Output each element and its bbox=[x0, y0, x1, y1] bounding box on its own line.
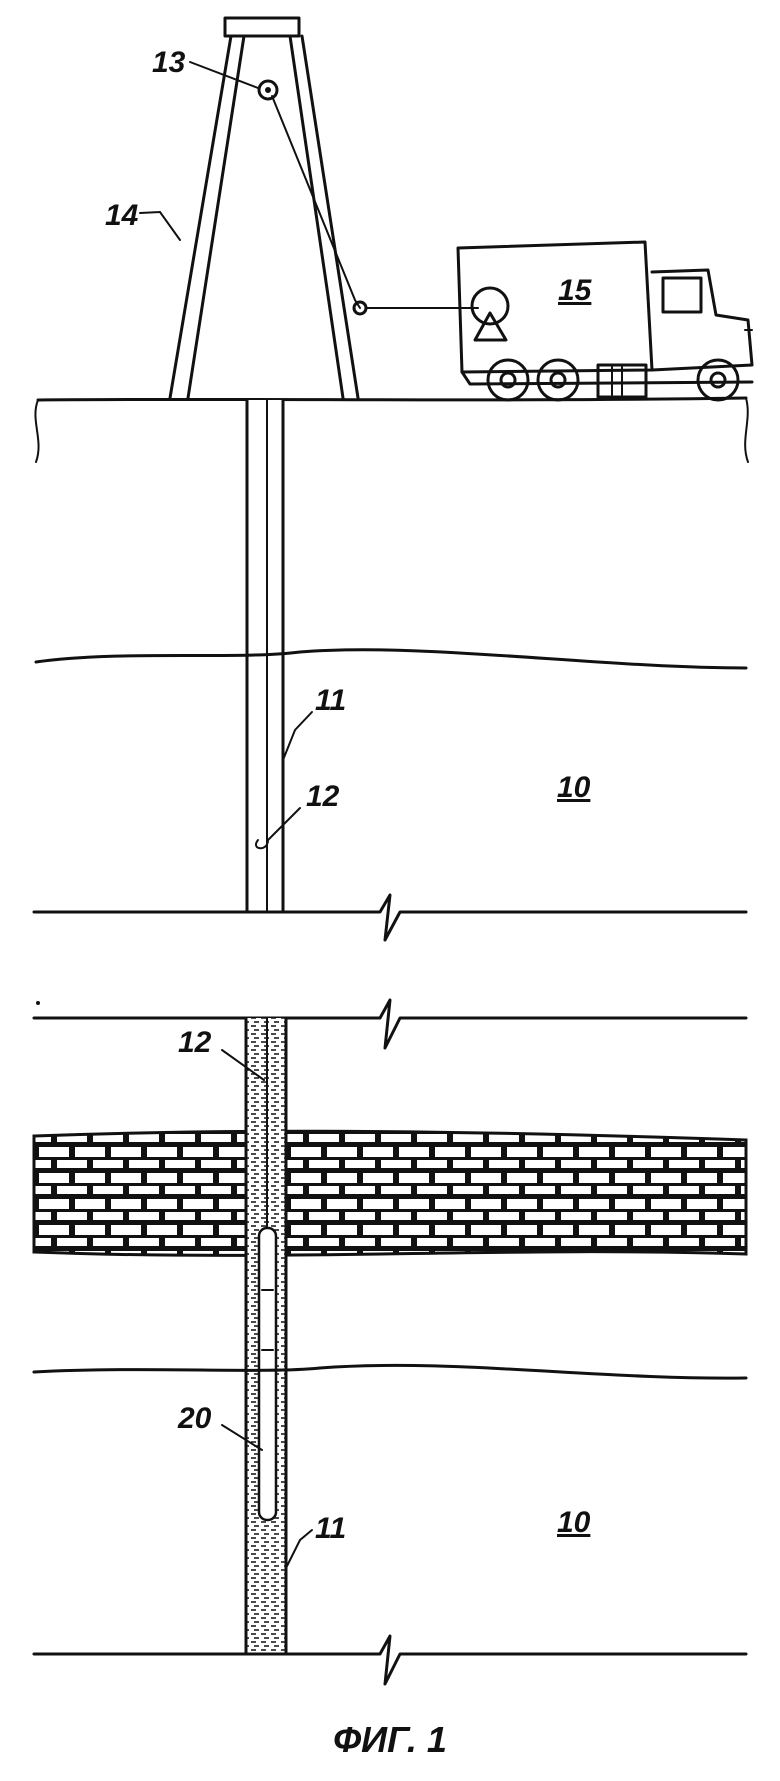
ground-surface bbox=[34, 396, 749, 463]
logging-tool bbox=[257, 1226, 278, 1522]
winch-drum bbox=[470, 286, 510, 326]
rock-formation bbox=[32, 1129, 748, 1257]
ref-15: 15 bbox=[558, 274, 593, 307]
ref-12-bottom: 12 bbox=[178, 1026, 212, 1059]
derrick bbox=[168, 16, 479, 400]
logging-truck bbox=[456, 240, 754, 402]
ref-13: 13 bbox=[152, 46, 186, 79]
ref-14: 14 bbox=[105, 199, 139, 232]
figure-caption: ФИГ. 1 bbox=[333, 1719, 447, 1760]
ref-10-bottom: 10 bbox=[557, 1506, 591, 1539]
lower-well-section bbox=[32, 998, 748, 1686]
wireline-cable bbox=[271, 95, 361, 309]
ref-11-top: 11 bbox=[315, 684, 346, 717]
ref-10-top: 10 bbox=[557, 771, 591, 804]
upper-well-section bbox=[32, 398, 748, 942]
ref-20: 20 bbox=[177, 1402, 212, 1435]
sheave-pulley bbox=[257, 79, 279, 101]
ref-12-top: 12 bbox=[306, 780, 340, 813]
ref-11-bottom: 11 bbox=[315, 1512, 346, 1545]
